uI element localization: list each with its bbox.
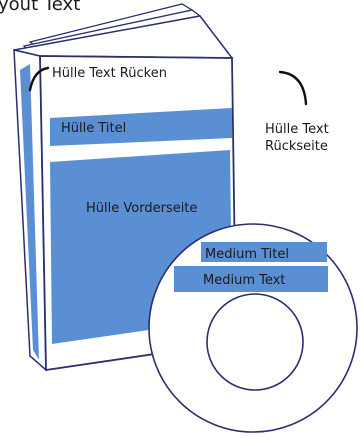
- header-title: yout Text: [0, 0, 80, 15]
- disc-hole: [206, 293, 304, 391]
- back-label-line2: Rückseite: [265, 139, 328, 154]
- disc-title-region: [201, 242, 327, 262]
- spine-label-backdrop: [46, 60, 186, 82]
- cover-title-label: Hülle Titel: [61, 121, 126, 136]
- disc-title-label: Medium Titel: [205, 247, 289, 262]
- spine-text-region: [20, 64, 39, 360]
- back-callout-line: [278, 70, 308, 106]
- cover-front-label: Hülle Vorderseite: [86, 201, 197, 216]
- cover-title-region: [50, 108, 232, 146]
- spine-callout-line: [28, 66, 50, 92]
- disc-text-label: Medium Text: [203, 273, 285, 288]
- back-label-line1: Hülle Text: [265, 122, 329, 137]
- disc-text-region: [174, 266, 328, 292]
- spine-label: Hülle Text Rücken: [52, 66, 167, 81]
